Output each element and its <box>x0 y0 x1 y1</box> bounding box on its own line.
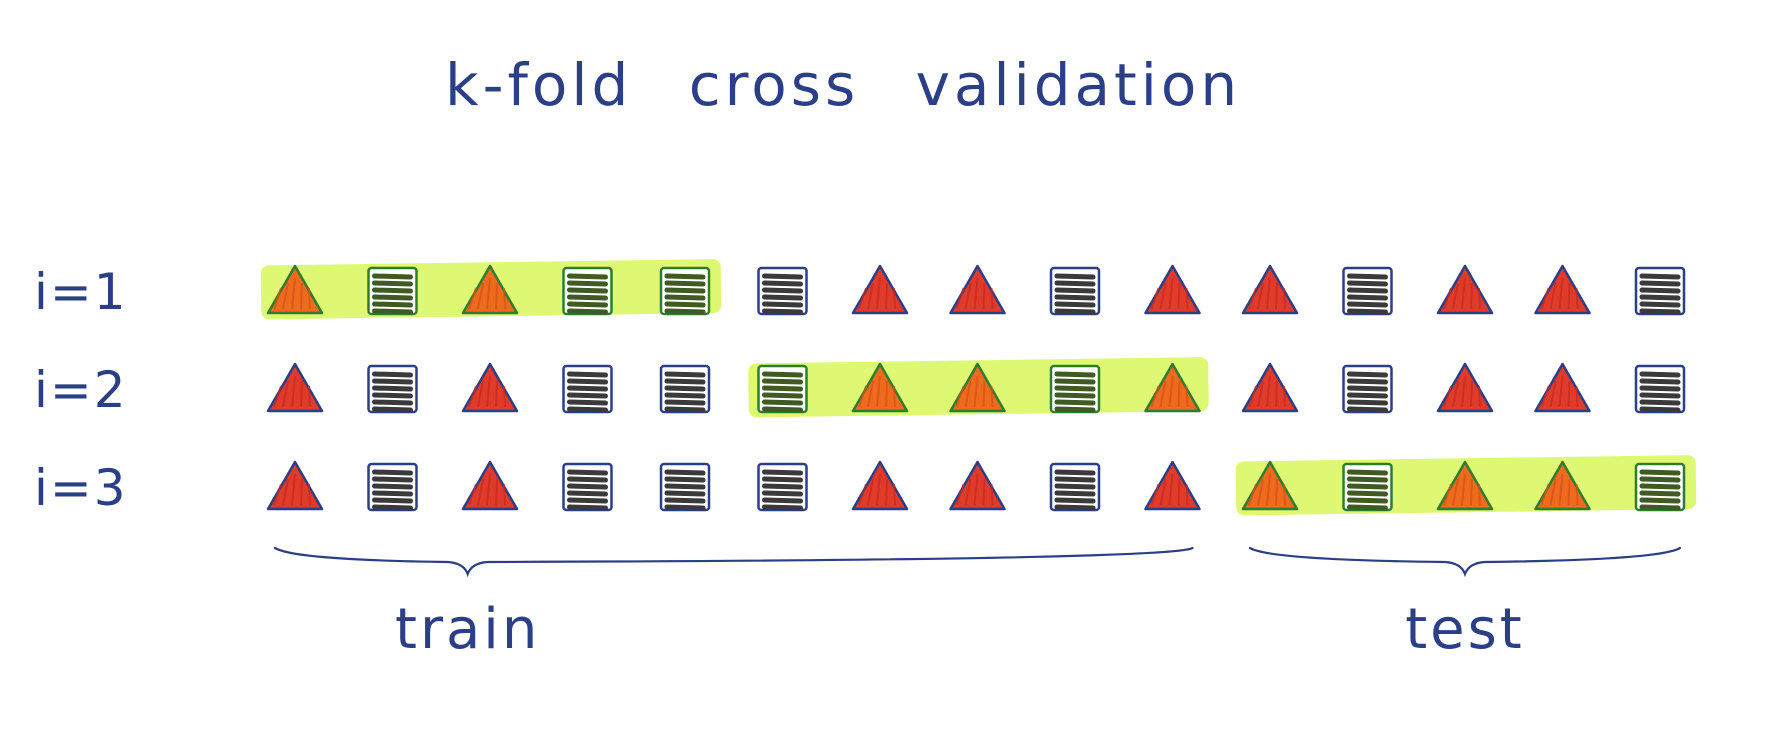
fold-rows: i=1 i=2 i=3 <box>34 259 1697 517</box>
triangle-icon <box>1241 264 1299 315</box>
triangle-icon <box>1241 460 1299 511</box>
striped-square-icon <box>562 364 613 414</box>
striped-square-icon <box>367 364 418 414</box>
split-brace: test <box>1248 546 1682 662</box>
striped-square-icon <box>367 462 418 512</box>
striped-square-icon <box>757 266 808 316</box>
brace-curve <box>273 546 1194 578</box>
striped-square-icon <box>1049 266 1101 316</box>
striped-square-icon <box>1342 364 1393 414</box>
striped-square-icon <box>757 462 808 512</box>
striped-square-icon <box>1049 462 1101 512</box>
striped-square-icon <box>659 462 711 512</box>
triangle-icon <box>1436 460 1494 511</box>
triangle-icon <box>1144 460 1201 511</box>
striped-square-icon <box>562 266 613 316</box>
row-label: i=3 <box>34 459 128 517</box>
brace-label: train <box>395 597 540 662</box>
split-brace: train <box>273 546 1194 662</box>
striped-square-icon <box>659 364 711 414</box>
triangle-icon <box>949 264 1006 315</box>
striped-square-icon <box>1342 462 1393 512</box>
triangle-icon <box>851 460 909 511</box>
triangle-icon <box>266 362 324 413</box>
triangle-icon <box>1534 264 1591 315</box>
fold-row: i=2 <box>34 357 1686 419</box>
striped-square-icon <box>1342 266 1393 316</box>
striped-square-icon <box>367 266 418 316</box>
triangle-icon <box>949 460 1006 511</box>
striped-square-icon <box>757 364 808 414</box>
triangle-icon <box>1241 362 1299 413</box>
triangle-icon <box>851 264 909 315</box>
fold-row: i=3 <box>34 455 1697 517</box>
triangle-icon <box>1534 362 1591 413</box>
triangle-icon <box>266 460 324 511</box>
row-label: i=2 <box>34 361 128 419</box>
triangle-icon <box>461 460 519 511</box>
triangle-icon <box>949 362 1006 413</box>
triangle-icon <box>1144 264 1201 315</box>
striped-square-icon <box>1634 266 1686 316</box>
striped-square-icon <box>1634 462 1686 512</box>
triangle-icon <box>1436 264 1494 315</box>
fold-row: i=1 <box>34 259 1686 321</box>
striped-square-icon <box>1049 364 1101 414</box>
triangle-icon <box>1144 362 1201 413</box>
split-braces: train test <box>273 546 1682 662</box>
brace-label: test <box>1405 597 1525 662</box>
triangle-icon <box>1534 460 1591 511</box>
diagram-title: k-fold cross validation <box>445 51 1241 119</box>
brace-curve <box>1248 546 1682 578</box>
striped-square-icon <box>562 462 613 512</box>
row-label: i=1 <box>34 263 128 321</box>
triangle-icon <box>461 264 519 315</box>
triangle-icon <box>851 362 909 413</box>
triangle-icon <box>461 362 519 413</box>
triangle-icon <box>1436 362 1494 413</box>
striped-square-icon <box>1634 364 1686 414</box>
triangle-icon <box>266 264 324 315</box>
striped-square-icon <box>659 266 711 316</box>
